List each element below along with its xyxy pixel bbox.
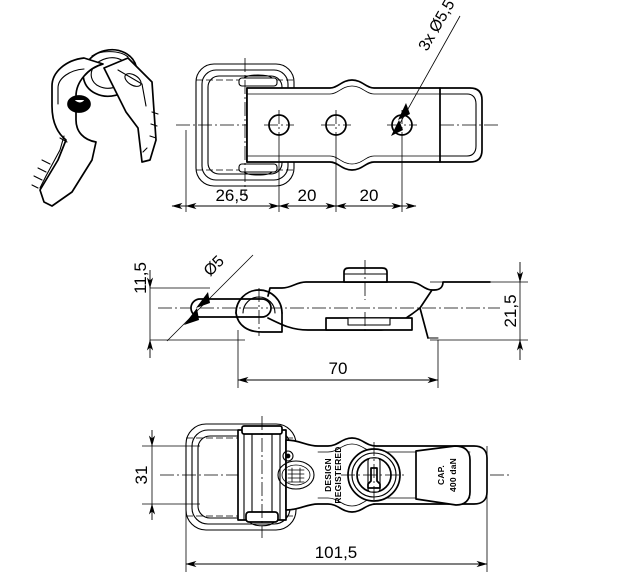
top-hinge-boss [238,74,278,176]
dim-31-group [142,430,200,520]
dim-21-5-label: 21,5 [501,294,520,327]
side-bottom-plate [325,312,413,334]
key-front [31,57,104,207]
bottom-hinge-barrel [237,416,287,538]
mounting-hole-1 [264,110,294,140]
design-registered-stamp: DESIGN REGISTERED [323,446,343,503]
capacity-line2: 400 daN [448,458,458,492]
maker-emblem [277,450,315,490]
design-registered-line2: REGISTERED [333,446,343,503]
capacity-line1: CAP. [436,465,446,485]
design-registered-line1: DESIGN [323,458,333,492]
side-top-boss [343,260,388,300]
dim-31-label: 31 [132,466,151,485]
capacity-plate: CAP. 400 daN [415,445,471,506]
dim-70-label: 70 [329,359,348,378]
dim-70-group [237,330,439,388]
dim-11-5-label: 11,5 [131,262,150,294]
key-back [103,57,159,163]
mounting-hole-2 [321,110,351,140]
top-view: 3x Ø5,5 26,5 20 20 [171,0,500,212]
pin-callout-leader [166,254,254,342]
side-hook-bar [190,298,272,318]
dim-20-b-label: 20 [360,186,379,205]
dim-101-5-label: 101,5 [315,543,358,562]
dim-21-5-group [430,262,528,360]
bottom-view: DESIGN REGISTERED CAP. 400 daN 31 101,5 [132,416,510,572]
dim-26-5-label: 26,5 [215,186,248,205]
dim-11-5-group [146,270,245,358]
dim-20-a-label: 20 [298,186,317,205]
hole-callout-leader [391,15,461,136]
lock-cylinder [341,442,407,508]
dim-101-5-group [185,446,488,572]
side-hook-loop [235,288,283,336]
key-illustration [31,48,159,207]
side-view: Ø5 11,5 21,5 70 [131,253,528,388]
